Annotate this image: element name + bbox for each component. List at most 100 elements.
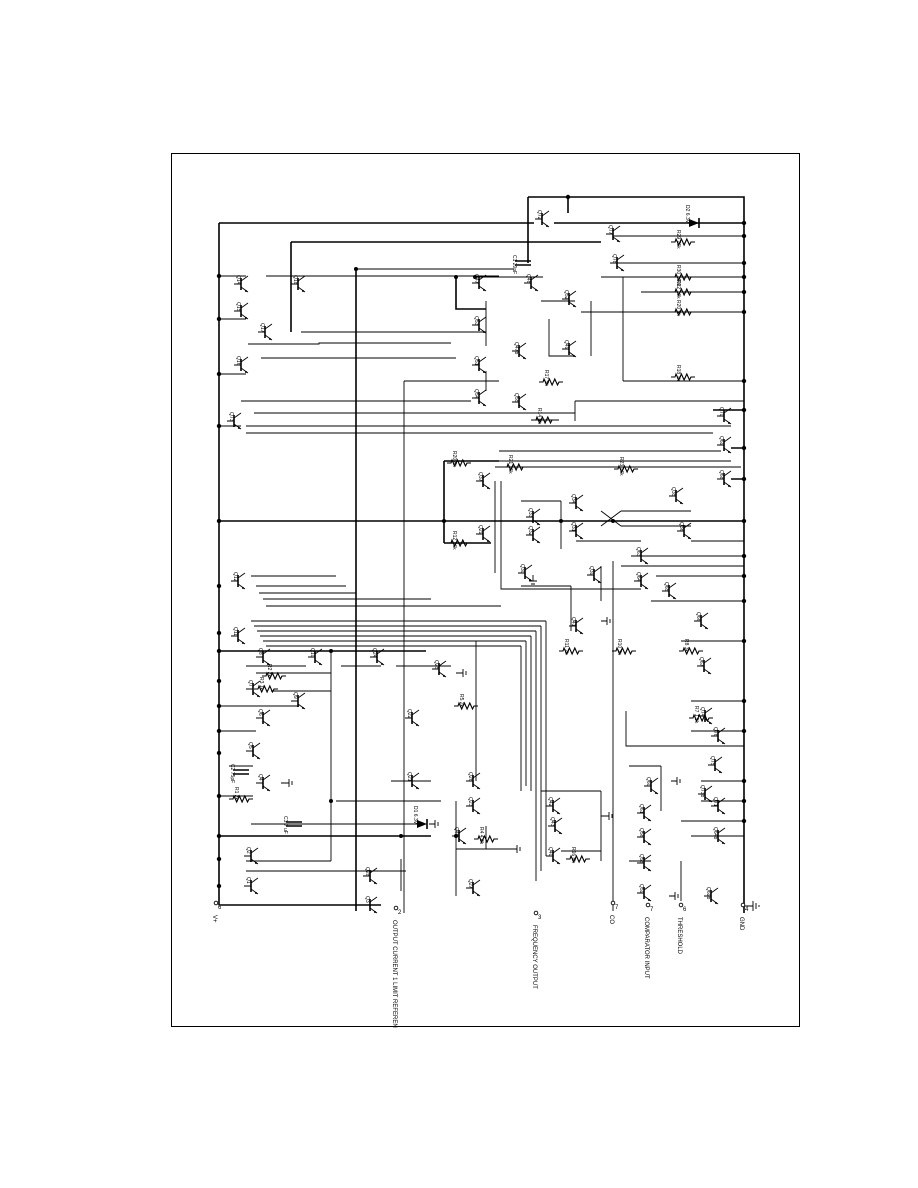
pin-v: 6V+: [211, 900, 222, 923]
transistor-label: Q17: [259, 323, 265, 333]
resistor-r22-10k: R22 10k: [671, 280, 695, 299]
transistor-q63: Q63: [634, 547, 649, 565]
pin-label: CO: [608, 915, 614, 924]
transistor-q77: Q77: [606, 225, 621, 243]
transistor-q6: Q6: [256, 709, 271, 727]
transistor-q42: Q42: [546, 797, 561, 815]
capacitor-label: C1 20pF: [511, 255, 517, 274]
transistor-q51: Q51: [472, 356, 487, 374]
transistor-label: Q74: [699, 707, 705, 717]
transistor-q43: Q43: [548, 817, 563, 835]
resistor-label: R10 3k: [616, 639, 622, 655]
capacitor-c1-20pf: C1 20pF: [511, 255, 531, 274]
transistor-q16: Q16: [234, 356, 249, 374]
resistor-label: R20 8k: [451, 451, 457, 467]
transistor-label: Q73b: [699, 785, 705, 797]
diode-label: D2 6.3V: [684, 205, 690, 224]
resistor-label: R11 2k: [563, 639, 569, 655]
resistor-label: R17 5k: [543, 370, 549, 386]
transistor-label: Q6: [257, 709, 263, 716]
transistor-label: Q63: [635, 547, 641, 557]
transistor-label: Q60: [645, 777, 651, 787]
capacitor-label: C2 75pF: [229, 764, 235, 783]
pin-number: 6: [218, 905, 222, 911]
transistor-q7: Q7: [246, 680, 261, 698]
transistor-q33: Q33: [526, 508, 541, 526]
transistor-label: Q64: [635, 572, 641, 582]
resistor-r5-2k: R5 2k: [454, 694, 478, 711]
ground-symbols: [281, 575, 760, 913]
transistor-q15: Q15: [234, 302, 249, 320]
transistor-q29: Q29: [476, 525, 491, 543]
transistor-label: Q28: [364, 867, 370, 877]
transistor-q61: Q61: [637, 804, 652, 822]
resistor-r14-6k: R14 6k: [532, 408, 556, 424]
capacitor-label: C3 7 uF: [282, 816, 288, 834]
transistor-label: Q73: [228, 412, 234, 422]
transistor-q4: Q4: [256, 774, 271, 792]
resistor-r21-15k: R21 15k: [503, 455, 527, 474]
transistor-label: Q40: [547, 847, 553, 857]
transistor-q10: Q10: [308, 648, 323, 666]
transistor-label: Q72: [536, 210, 542, 220]
transistor-q27: Q27: [466, 879, 481, 897]
transistor-label: Q49: [563, 340, 569, 350]
transistor-label: Q76: [712, 727, 718, 737]
resistor-r1-2k: R1 2k: [229, 787, 253, 804]
capacitor-layer: C1 20pF C2 75pF C3 7 uF: [229, 255, 531, 834]
transistor-label: Q1: [245, 877, 251, 884]
resistor-r20-5k: R20 5k: [671, 300, 695, 316]
transistor-label: Q61: [638, 804, 644, 814]
transistor-q18: Q18: [291, 275, 306, 293]
transistor-q78: Q78: [610, 254, 625, 272]
transistor-q12: Q12: [231, 572, 246, 590]
transistor-q73: Q73: [227, 412, 242, 430]
transistor-q8: Q8: [256, 648, 271, 666]
transistor-q75: Q75: [708, 756, 723, 774]
resistor-r4-4-6k: R4 4.6k: [474, 827, 498, 845]
transistor-label: Q42: [547, 797, 553, 807]
transistor-q65: Q65: [662, 582, 677, 600]
transistor-q41: Q41: [569, 617, 584, 635]
transistor-label: Q69: [718, 436, 724, 446]
transistor-label: Q47: [473, 274, 479, 284]
resistor-label: R22 10k: [675, 280, 681, 299]
resistor-label: R16 6k: [570, 847, 576, 863]
resistor-r8-3k: R8 3k: [679, 639, 703, 656]
resistor-label: R14 6k: [536, 408, 542, 424]
transistor-label: Q23: [467, 797, 473, 807]
resistor-label: R5 2k: [458, 694, 464, 708]
transistor-label: Q9: [292, 692, 298, 699]
resistor-r16-6k: R16 6k: [566, 847, 590, 863]
transistor-label: Q64b: [712, 827, 718, 839]
capacitor-c3-7-uf: C3 7 uF: [282, 816, 302, 834]
transistor-label: Q55: [513, 393, 519, 403]
transistor-label: Q45: [453, 827, 459, 837]
capacitor-c2-75pf: C2 75pF: [229, 764, 249, 783]
transistor-q73b: Q73b: [698, 785, 713, 803]
transistor-label: Q56: [638, 828, 644, 838]
resistor-label: R18 1k: [675, 365, 681, 381]
resistor-label: R1 2k: [233, 787, 239, 801]
pin-label: COMPARATOR INPUT: [643, 917, 649, 979]
transistor-q48: Q48: [524, 274, 539, 292]
transistor-q14: Q14: [234, 275, 249, 293]
transistor-q69b: Q69b: [704, 887, 719, 905]
transistor-q26: Q26: [466, 772, 481, 790]
resistor-label: R8 3k: [683, 639, 689, 653]
transistor-label: Q54: [473, 389, 479, 399]
transistor-label: Q11: [232, 627, 238, 636]
transistor-label: Q75: [709, 756, 715, 766]
transistor-q49: Q49: [562, 340, 577, 358]
pin-number: 4: [745, 907, 749, 913]
transistor-q60: Q60: [644, 777, 659, 795]
resistor-label: R2 2k: [266, 664, 272, 678]
